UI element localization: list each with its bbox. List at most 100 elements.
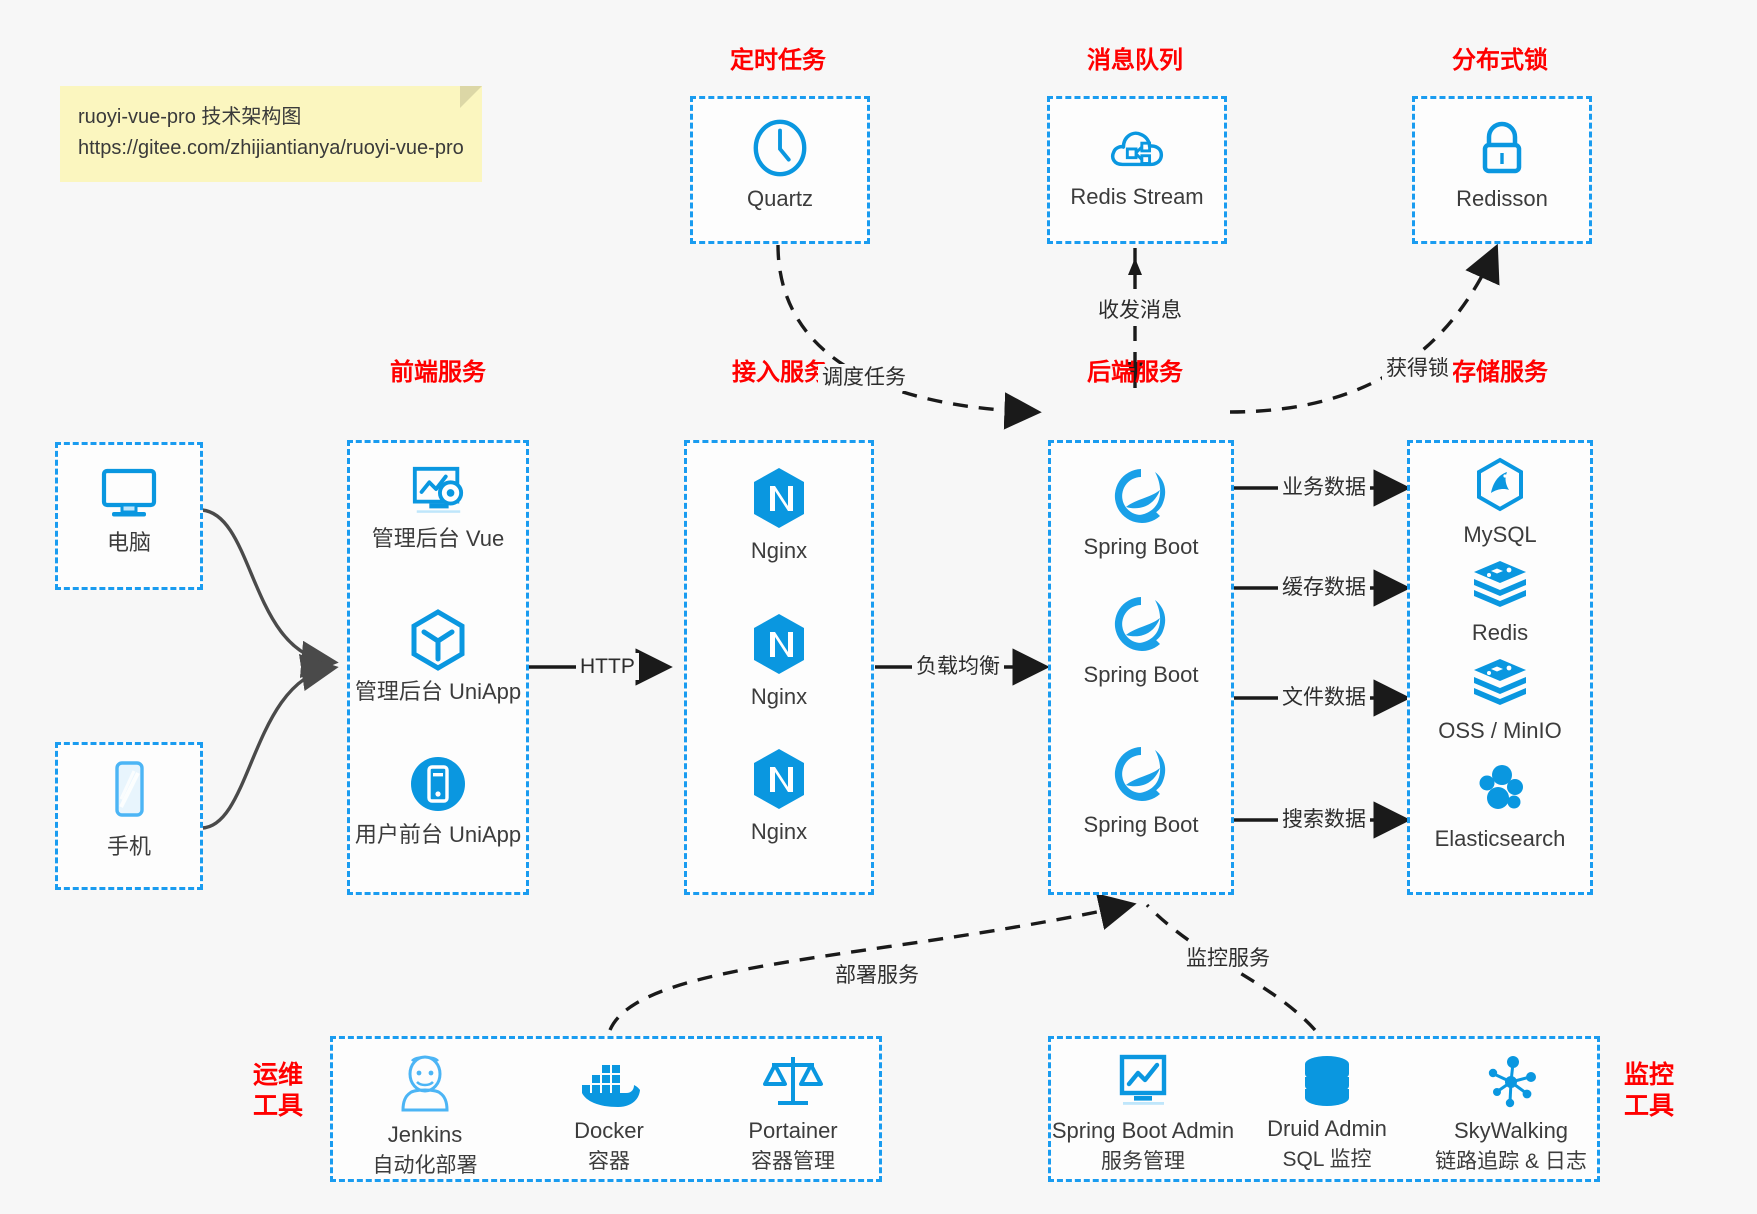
group-title-backend: 后端服务 xyxy=(1087,359,1183,386)
group-title-message-queue: 消息队列 xyxy=(1087,47,1183,74)
node-mobile[interactable]: 手机 xyxy=(58,759,200,862)
node-portainer[interactable]: Portainer 容器管理 xyxy=(701,1053,885,1175)
node-jenkins[interactable]: Jenkins 自动化部署 xyxy=(333,1053,517,1179)
node-elasticsearch[interactable]: Elasticsearch xyxy=(1410,761,1590,854)
node-desktop[interactable]: 电脑 xyxy=(58,463,200,558)
node-label: 手机 xyxy=(106,834,151,859)
node-spring-boot-2[interactable]: Spring Boot xyxy=(1051,593,1231,690)
skywalking-icon xyxy=(1488,1056,1536,1108)
spring-boot-icon xyxy=(1114,597,1166,651)
group-monitoring[interactable]: Spring Boot Admin 服务管理 Druid Admin SQL 监… xyxy=(1048,1036,1600,1182)
group-client-desktop[interactable]: 电脑 xyxy=(55,442,203,590)
jenkins-icon xyxy=(401,1055,449,1112)
node-quartz[interactable]: Quartz xyxy=(693,117,867,214)
group-frontend[interactable]: 管理后台 Vue 管理后台 UniApp 用户前台 UniApp xyxy=(347,440,529,895)
spring-boot-icon xyxy=(1114,469,1166,523)
node-label: Nginx xyxy=(750,819,808,844)
mobile-icon xyxy=(115,761,144,817)
group-backend[interactable]: Spring Boot Spring Boot Spring Boot xyxy=(1048,440,1234,895)
node-label: Druid Admin xyxy=(1267,1116,1387,1141)
node-sublabel: 容器管理 xyxy=(751,1149,835,1173)
elasticsearch-icon xyxy=(1479,765,1523,809)
edge-label-file-data: 文件数据 xyxy=(1278,684,1370,712)
group-gateway[interactable]: Nginx Nginx Nginx xyxy=(684,440,874,895)
edge-label-http: HTTP xyxy=(576,653,639,681)
redis-icon xyxy=(1474,561,1526,607)
node-sublabel: 自动化部署 xyxy=(372,1153,478,1177)
dashboard-gear-icon xyxy=(412,466,464,513)
devops-title-line-2: 工具 xyxy=(252,1092,303,1121)
node-sublabel: 链路追踪 & 日志 xyxy=(1435,1149,1587,1173)
spring-boot-icon xyxy=(1114,747,1166,801)
nginx-icon xyxy=(754,468,804,528)
group-distributed-lock[interactable]: Redisson xyxy=(1412,96,1592,244)
group-title-devops: 运维 工具 xyxy=(243,1060,313,1123)
node-label: Spring Boot xyxy=(1083,812,1199,837)
edge-label-send-receive-message: 收发消息 xyxy=(1094,297,1186,325)
node-label: OSS / MinIO xyxy=(1438,718,1562,743)
node-docker[interactable]: Docker 容器 xyxy=(517,1059,701,1175)
edge-label-search-data: 搜索数据 xyxy=(1278,806,1370,834)
lock-icon xyxy=(1482,121,1522,174)
node-label: 电脑 xyxy=(106,530,151,555)
group-devops[interactable]: Jenkins 自动化部署 Docker 容器 xyxy=(330,1036,882,1182)
node-label: Spring Boot xyxy=(1083,662,1199,687)
node-label: Elasticsearch xyxy=(1434,826,1566,851)
group-message-queue[interactable]: Redis Stream xyxy=(1047,96,1227,244)
group-client-mobile[interactable]: 手机 xyxy=(55,742,203,890)
edge-label-cache-data: 缓存数据 xyxy=(1278,574,1370,602)
redis-icon xyxy=(1474,659,1526,705)
docker-icon xyxy=(582,1065,640,1107)
node-redis-stream[interactable]: Redis Stream xyxy=(1050,119,1224,212)
nginx-icon xyxy=(754,614,804,674)
node-nginx-1[interactable]: Nginx xyxy=(687,465,871,566)
node-label: Quartz xyxy=(746,186,814,211)
group-scheduler[interactable]: Quartz xyxy=(690,96,870,244)
database-icon xyxy=(1305,1056,1349,1106)
monitoring-title-line-1: 监控 xyxy=(1623,1061,1674,1089)
node-label: Nginx xyxy=(750,684,808,709)
node-spring-boot-3[interactable]: Spring Boot xyxy=(1051,743,1231,840)
node-druid-admin[interactable]: Druid Admin SQL 监控 xyxy=(1235,1055,1419,1173)
group-title-gateway: 接入服务 xyxy=(732,359,828,386)
group-storage[interactable]: MySQL Redis OSS / MinIO xyxy=(1407,440,1593,895)
node-spring-boot-admin[interactable]: Spring Boot Admin 服务管理 xyxy=(1051,1053,1235,1175)
monitor-chart-icon xyxy=(1119,1054,1167,1105)
edge-label-acquire-lock: 获得锁 xyxy=(1382,355,1453,383)
node-redisson[interactable]: Redisson xyxy=(1415,117,1589,214)
node-mysql[interactable]: MySQL xyxy=(1410,457,1590,550)
node-nginx-3[interactable]: Nginx xyxy=(687,746,871,847)
group-title-monitoring: 监控 工具 xyxy=(1614,1060,1684,1123)
devops-title-line-1: 运维 xyxy=(252,1061,303,1089)
node-spring-boot-1[interactable]: Spring Boot xyxy=(1051,465,1231,562)
node-label: Redis xyxy=(1471,620,1529,645)
note-fold-icon xyxy=(459,86,482,108)
edge-label-load-balance: 负载均衡 xyxy=(912,653,1004,681)
node-user-uniapp[interactable]: 用户前台 UniApp xyxy=(350,753,526,850)
node-admin-vue[interactable]: 管理后台 Vue xyxy=(350,463,526,554)
group-title-distributed-lock: 分布式锁 xyxy=(1452,47,1548,74)
group-title-storage: 存储服务 xyxy=(1452,359,1548,386)
scales-icon xyxy=(763,1057,823,1105)
node-label: Redis Stream xyxy=(1070,184,1204,209)
node-oss-minio[interactable]: OSS / MinIO xyxy=(1410,655,1590,746)
monitoring-title-line-2: 工具 xyxy=(1623,1092,1674,1121)
node-redis[interactable]: Redis xyxy=(1410,557,1590,648)
nginx-icon xyxy=(754,749,804,809)
node-label: 管理后台 Vue xyxy=(371,526,505,551)
node-label: SkyWalking xyxy=(1453,1118,1569,1143)
node-sublabel: SQL 监控 xyxy=(1282,1147,1372,1171)
edge-label-schedule-task: 调度任务 xyxy=(818,364,910,392)
node-label: Redisson xyxy=(1456,186,1548,211)
node-skywalking[interactable]: SkyWalking 链路追踪 & 日志 xyxy=(1419,1053,1603,1175)
node-admin-uniapp[interactable]: 管理后台 UniApp xyxy=(350,608,526,707)
clock-icon xyxy=(753,119,807,177)
uniapp-cube-icon xyxy=(411,609,465,671)
node-nginx-2[interactable]: Nginx xyxy=(687,611,871,712)
node-label: Docker xyxy=(574,1118,644,1143)
mysql-icon xyxy=(1477,457,1523,512)
node-sublabel: 容器 xyxy=(588,1149,630,1173)
edge-label-monitor-service: 监控服务 xyxy=(1182,945,1274,973)
group-title-frontend: 前端服务 xyxy=(390,359,486,386)
